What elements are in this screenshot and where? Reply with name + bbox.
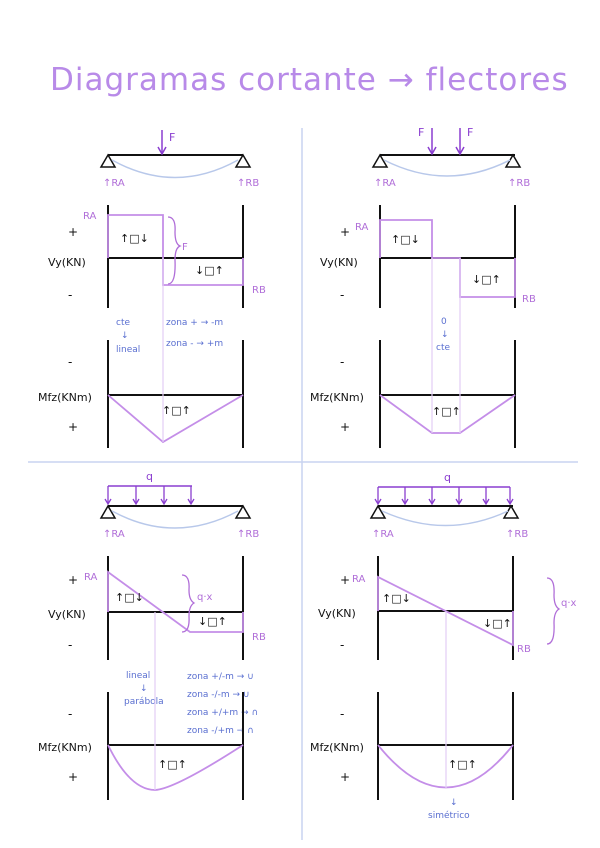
support-b-icon xyxy=(234,504,252,519)
reaction-b-label: ↑RB xyxy=(508,178,530,189)
note: simétrico xyxy=(428,810,470,821)
plus-sign: + xyxy=(68,573,78,587)
moment-axis-label: Mfz(KNm) xyxy=(310,741,364,754)
shear-sign-glyph: ↓□↑ xyxy=(198,615,227,628)
plus-sign: + xyxy=(340,225,350,239)
note: zona -/+m → ∩ xyxy=(187,726,254,736)
shear-diagram xyxy=(379,219,516,298)
shear-axis-label: Vy(KN) xyxy=(48,256,86,269)
note: ↓ xyxy=(450,798,458,808)
minus-sign: - xyxy=(340,707,344,721)
rb-small: RB xyxy=(522,294,536,305)
rb-small: RB xyxy=(517,644,531,655)
shear-sign-glyph: ↑□↓ xyxy=(391,233,420,246)
reaction-a-label: ↑RA xyxy=(374,178,396,189)
reaction-a-label: ↑RA xyxy=(103,529,125,540)
support-a-icon xyxy=(99,504,117,519)
moment-sign-glyph: ↑□↑ xyxy=(158,758,187,771)
minus-sign: - xyxy=(68,355,72,369)
note: parábola xyxy=(124,697,164,707)
support-b-icon xyxy=(234,153,252,168)
panel-full-distributed-load: q ↑RA ↑RB RA RB + - Vy(KN) ↑□↓ ↓□↑ q·x -… xyxy=(310,471,577,821)
shear-sign-glyph: ↓□↑ xyxy=(472,273,501,286)
deflection-curve xyxy=(111,159,239,179)
reaction-a-label: ↑RA xyxy=(103,178,125,189)
moment-axis-label: Mfz(KNm) xyxy=(310,391,364,404)
shear-sign-glyph: ↓□↑ xyxy=(483,617,512,630)
page-title: Diagramas cortante → flectores xyxy=(50,62,569,98)
force-label: F xyxy=(418,126,424,139)
panel-two-point-loads: F F ↑RA ↑RB RA RB + - Vy(KN) ↑□↓ ↓□↑ 0 ↓… xyxy=(310,126,536,448)
force-label: F xyxy=(467,126,473,139)
shear-sign-glyph: ↑□↓ xyxy=(120,232,149,245)
support-a-icon xyxy=(371,153,389,168)
note: zona + → -m xyxy=(166,318,223,328)
moment-sign-glyph: ↑□↑ xyxy=(162,404,191,417)
load-label: q xyxy=(444,471,451,484)
minus-sign: - xyxy=(340,355,344,369)
moment-diagram xyxy=(379,394,516,434)
shear-sign-glyph: ↓□↑ xyxy=(195,264,224,277)
plus-sign: + xyxy=(68,420,78,434)
note: zona +/+m → ∩ xyxy=(187,708,258,718)
deflection-curve xyxy=(111,510,239,529)
moment-axis-label: Mfz(KNm) xyxy=(38,741,92,754)
shear-sign-glyph: ↑□↓ xyxy=(115,591,144,604)
minus-sign: - xyxy=(68,288,72,302)
load-label: q xyxy=(146,470,153,483)
shear-sign-glyph: ↑□↓ xyxy=(382,592,411,605)
plus-sign: + xyxy=(340,420,350,434)
note: zona +/-m → ∪ xyxy=(187,672,254,682)
note: ↓ xyxy=(140,684,148,694)
shear-axis-label: Vy(KN) xyxy=(320,256,358,269)
plus-sign: + xyxy=(340,573,350,587)
note: lineal xyxy=(126,671,150,681)
note: ↓ xyxy=(121,331,129,341)
shear-diagram xyxy=(107,214,244,286)
panel-partial-distributed-load: q ↑RA ↑RB RA RB + - Vy(KN) ↑□↓ ↓□↑ q·x l… xyxy=(38,470,266,800)
reaction-a-label: ↑RA xyxy=(372,529,394,540)
note: zona -/-m → ∪ xyxy=(187,690,249,700)
shear-diagram xyxy=(107,570,244,633)
support-a-icon xyxy=(99,153,117,168)
moment-sign-glyph: ↑□↑ xyxy=(432,405,461,418)
deflection-curve xyxy=(383,159,511,177)
note: cte xyxy=(116,318,130,328)
reaction-b-label: ↑RB xyxy=(237,178,259,189)
reaction-b-label: ↑RB xyxy=(506,529,528,540)
shear-axis-label: Vy(KN) xyxy=(318,607,356,620)
rb-small: RB xyxy=(252,632,266,643)
panel-point-load: F ↑RA ↑RB RA RB + - Vy(KN) ↑□↓ ↓□↑ F cte… xyxy=(38,130,266,448)
ra-small: RA xyxy=(355,222,369,233)
jump-label: F xyxy=(182,242,188,253)
note: ↓ xyxy=(441,330,449,340)
plus-sign: + xyxy=(68,770,78,784)
ra-small: RA xyxy=(83,211,97,222)
ra-small: RA xyxy=(352,574,366,585)
note: zona - → +m xyxy=(166,339,223,349)
deflection-curve xyxy=(381,510,509,527)
rb-small: RB xyxy=(252,285,266,296)
plus-sign: + xyxy=(340,770,350,784)
reaction-b-label: ↑RB xyxy=(237,529,259,540)
note: 0 xyxy=(441,317,447,327)
minus-sign: - xyxy=(68,707,72,721)
minus-sign: - xyxy=(340,288,344,302)
moment-sign-glyph: ↑□↑ xyxy=(448,758,477,771)
shear-axis-label: Vy(KN) xyxy=(48,608,86,621)
force-label: F xyxy=(169,131,175,144)
ra-small: RA xyxy=(84,572,98,583)
plus-sign: + xyxy=(68,225,78,239)
support-a-icon xyxy=(369,504,387,519)
note: cte xyxy=(436,343,450,353)
note: lineal xyxy=(116,345,140,355)
jump-label: q·x xyxy=(197,592,213,603)
moment-axis-label: Mfz(KNm) xyxy=(38,391,92,404)
minus-sign: - xyxy=(340,638,344,652)
moment-diagram xyxy=(107,394,244,444)
minus-sign: - xyxy=(68,638,72,652)
jump-label: q·x xyxy=(561,598,577,609)
